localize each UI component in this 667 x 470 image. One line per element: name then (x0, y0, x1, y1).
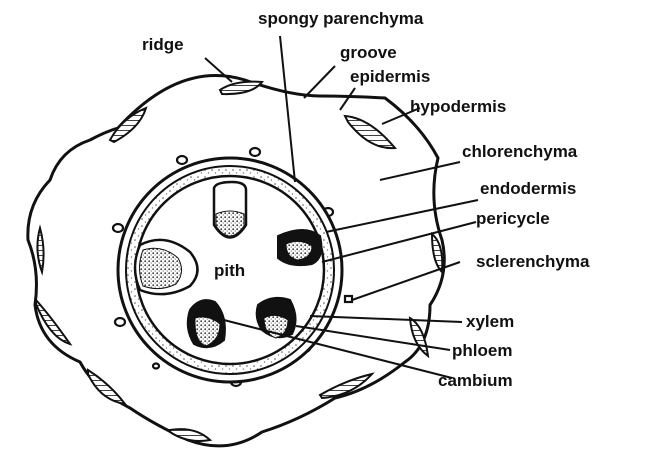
label-ridge: ridge (142, 35, 184, 54)
label-epidermis: epidermis (350, 67, 430, 86)
label-spongy-parenchyma: spongy parenchyma (258, 9, 424, 28)
label-hypodermis: hypodermis (410, 97, 506, 116)
label-groove: groove (340, 43, 397, 62)
label-pith: pith (214, 261, 245, 280)
label-xylem: xylem (466, 312, 514, 331)
label-chlorenchyma: chlorenchyma (462, 142, 578, 161)
label-phloem: phloem (452, 341, 512, 360)
label-sclerenchyma: sclerenchyma (476, 252, 590, 271)
label-pericycle: pericycle (476, 209, 550, 228)
label-endodermis: endodermis (480, 179, 576, 198)
label-cambium: cambium (438, 371, 513, 390)
